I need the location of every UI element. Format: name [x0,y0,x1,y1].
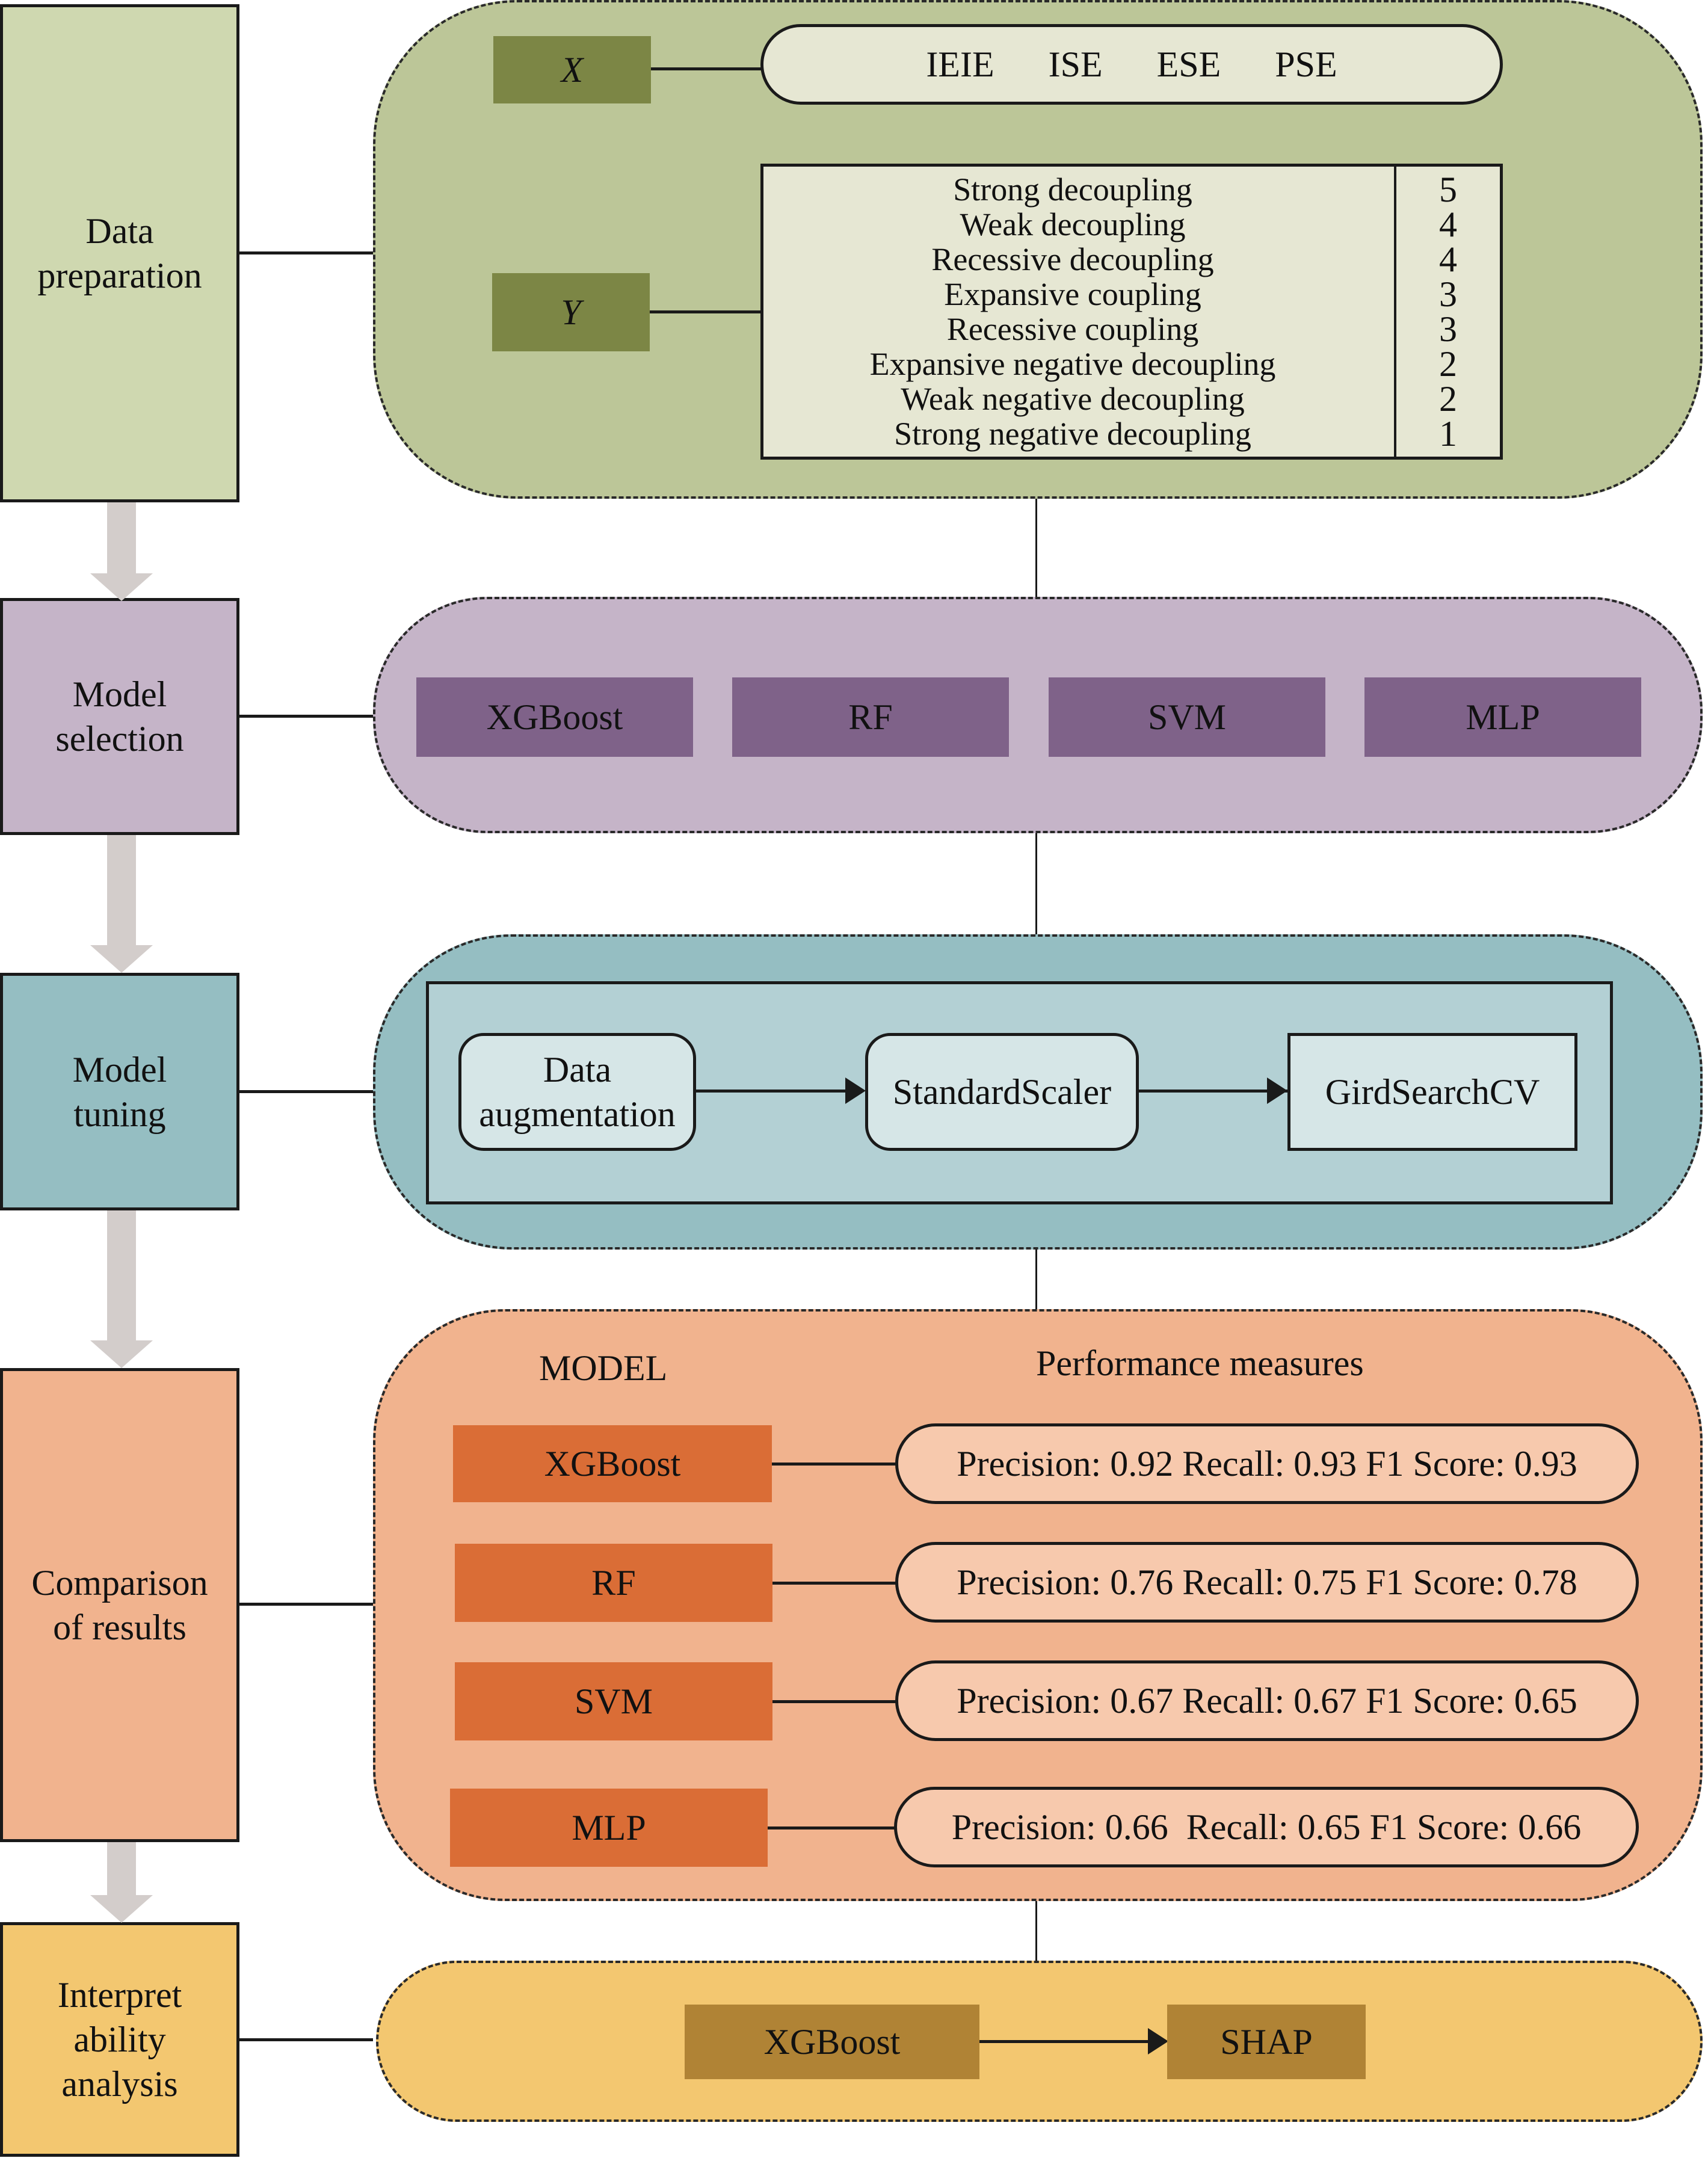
result-measures-rf: Precision: 0.76 Recall: 0.75 F1 Score: 0… [895,1542,1639,1623]
model-box-rf: RF [732,677,1009,757]
stage-label: Model tuning [72,1049,167,1134]
y-variable-box: Y [492,273,650,351]
y-class-name: Strong negative decoupling [894,416,1251,452]
y-class-name: Weak negative decoupling [901,381,1245,417]
measures-column-header: Performance measures [1036,1343,1364,1383]
stage-data-preparation: Data preparation [0,4,239,502]
step-data-augmentation: Data augmentation [458,1033,696,1151]
result-measures-svm: Precision: 0.67 Recall: 0.67 F1 Score: 0… [895,1660,1639,1741]
result-model-xgboost: XGBoost [453,1425,772,1502]
result-model-rf: RF [455,1544,772,1622]
feature-item: ESE [1156,44,1221,84]
arrow-head-icon [845,1077,866,1104]
y-class-score: 2 [1439,344,1457,384]
step-grid-search-cv: GirdSearchCV [1287,1033,1577,1151]
result-measures-xgboost: Precision: 0.92 Recall: 0.93 F1 Score: 0… [895,1423,1639,1504]
flow-arrow-down [90,502,153,601]
connector-line [239,1603,373,1606]
panel-connector [1035,833,1037,934]
stage-label: Interpret ability analysis [57,1975,182,2104]
connector-line [239,251,373,254]
y-class-name: Recessive decoupling [931,241,1214,277]
y-class-score: 4 [1439,205,1457,244]
stage-interpretability: Interpret ability analysis [0,1922,239,2157]
panel-connector [1035,499,1037,597]
stage-label: Comparison of results [31,1563,208,1647]
connector-line [239,2038,373,2041]
result-connector [772,1463,898,1466]
x-features-pill: IEIE ISE ESE PSE [760,24,1503,105]
x-connector [651,67,762,70]
flow-arrow-down [90,1842,153,1923]
y-class-name: Strong decoupling [953,171,1192,208]
y-class-name: Expansive coupling [944,276,1201,312]
result-connector [772,1700,898,1703]
model-box-svm: SVM [1049,677,1325,757]
stage-label: Model selection [55,674,184,759]
y-class-score: 1 [1439,414,1457,454]
model-box-mlp: MLP [1364,677,1641,757]
pipeline-arrow [1139,1090,1289,1093]
y-connector [650,310,762,313]
y-class-names: Strong decoupling Weak decoupling Recess… [763,167,1394,457]
x-variable-box: X [493,36,651,103]
interpret-arrow [979,2040,1154,2043]
feature-item: PSE [1275,44,1337,84]
stage-label: Data preparation [37,211,202,295]
model-box-xgboost: XGBoost [416,677,693,757]
model-column-header: MODEL [539,1348,668,1388]
y-class-name: Recessive coupling [946,311,1199,347]
flow-arrow-down [90,1210,153,1368]
feature-item: ISE [1048,44,1103,84]
result-measures-mlp: Precision: 0.66 Recall: 0.65 F1 Score: 0… [894,1787,1639,1867]
feature-item: IEIE [926,44,994,84]
panel-connector [1035,1901,1037,1961]
result-connector [772,1582,898,1585]
y-class-score: 3 [1439,274,1457,314]
result-model-svm: SVM [455,1662,772,1740]
stage-comparison: Comparison of results [0,1368,239,1842]
y-class-name: Weak decoupling [960,206,1186,242]
y-class-scores: 5 4 4 3 3 2 2 1 [1394,167,1500,457]
arrow-head-icon [1267,1077,1287,1104]
y-class-score: 2 [1439,379,1457,419]
y-class-name: Expansive negative decoupling [869,346,1276,382]
result-model-mlp: MLP [450,1789,768,1867]
y-class-score: 5 [1439,170,1457,209]
shap-box: SHAP [1167,2005,1366,2079]
stage-model-selection: Model selection [0,598,239,835]
stage-model-tuning: Model tuning [0,973,239,1210]
y-class-score: 4 [1439,239,1457,279]
result-connector [768,1826,896,1829]
step-standard-scaler: StandardScaler [865,1033,1139,1151]
interpret-xgboost-box: XGBoost [685,2005,979,2079]
connector-line [239,1090,373,1093]
connector-line [239,715,373,718]
y-class-score: 3 [1439,309,1457,349]
flow-arrow-down [90,835,153,973]
panel-connector [1035,1250,1037,1309]
arrow-head-icon [1148,2028,1168,2054]
pipeline-arrow [696,1090,846,1093]
y-classes-table: Strong decoupling Weak decoupling Recess… [760,164,1503,460]
